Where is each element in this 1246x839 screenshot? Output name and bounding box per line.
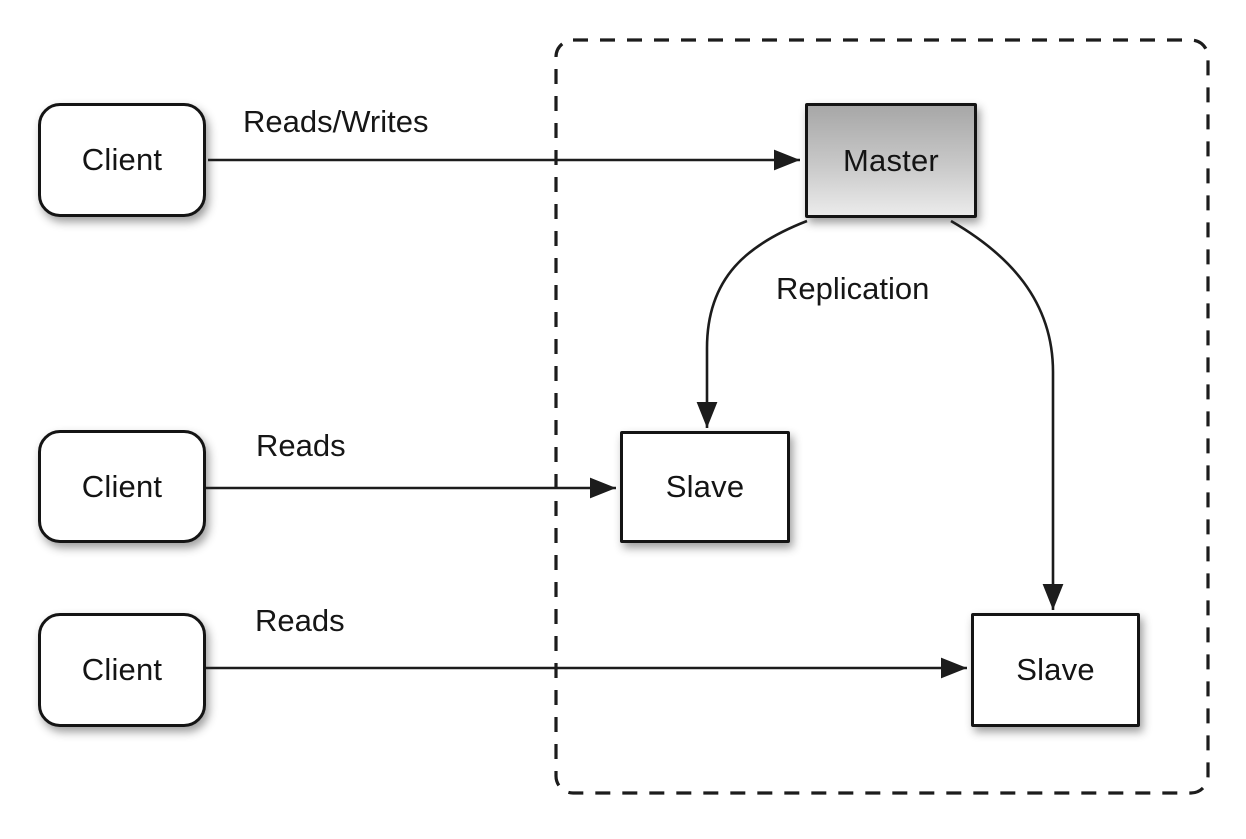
- replication-arrow-right: [950, 219, 1064, 610]
- replication-arrow-left: [696, 219, 808, 428]
- node-client-middle: Client: [38, 430, 206, 543]
- node-slave-left: Slave: [620, 431, 790, 543]
- reads-label-middle: Reads: [256, 428, 346, 463]
- node-slave-right-label: Slave: [1016, 652, 1095, 687]
- reads-writes-label: Reads/Writes: [243, 104, 429, 139]
- replication-label: Replication: [776, 271, 930, 306]
- node-client-top: Client: [38, 103, 206, 217]
- node-client-bottom: Client: [38, 613, 206, 727]
- reads-label-bottom: Reads: [255, 603, 345, 638]
- node-master-label: Master: [843, 142, 939, 178]
- node-slave-left-label: Slave: [665, 469, 745, 504]
- node-master: Master: [805, 103, 977, 218]
- node-client-bottom-label: Client: [81, 652, 163, 687]
- node-client-middle-label: Client: [81, 468, 163, 504]
- node-slave-right: Slave: [971, 613, 1140, 727]
- node-client-top-label: Client: [81, 142, 163, 177]
